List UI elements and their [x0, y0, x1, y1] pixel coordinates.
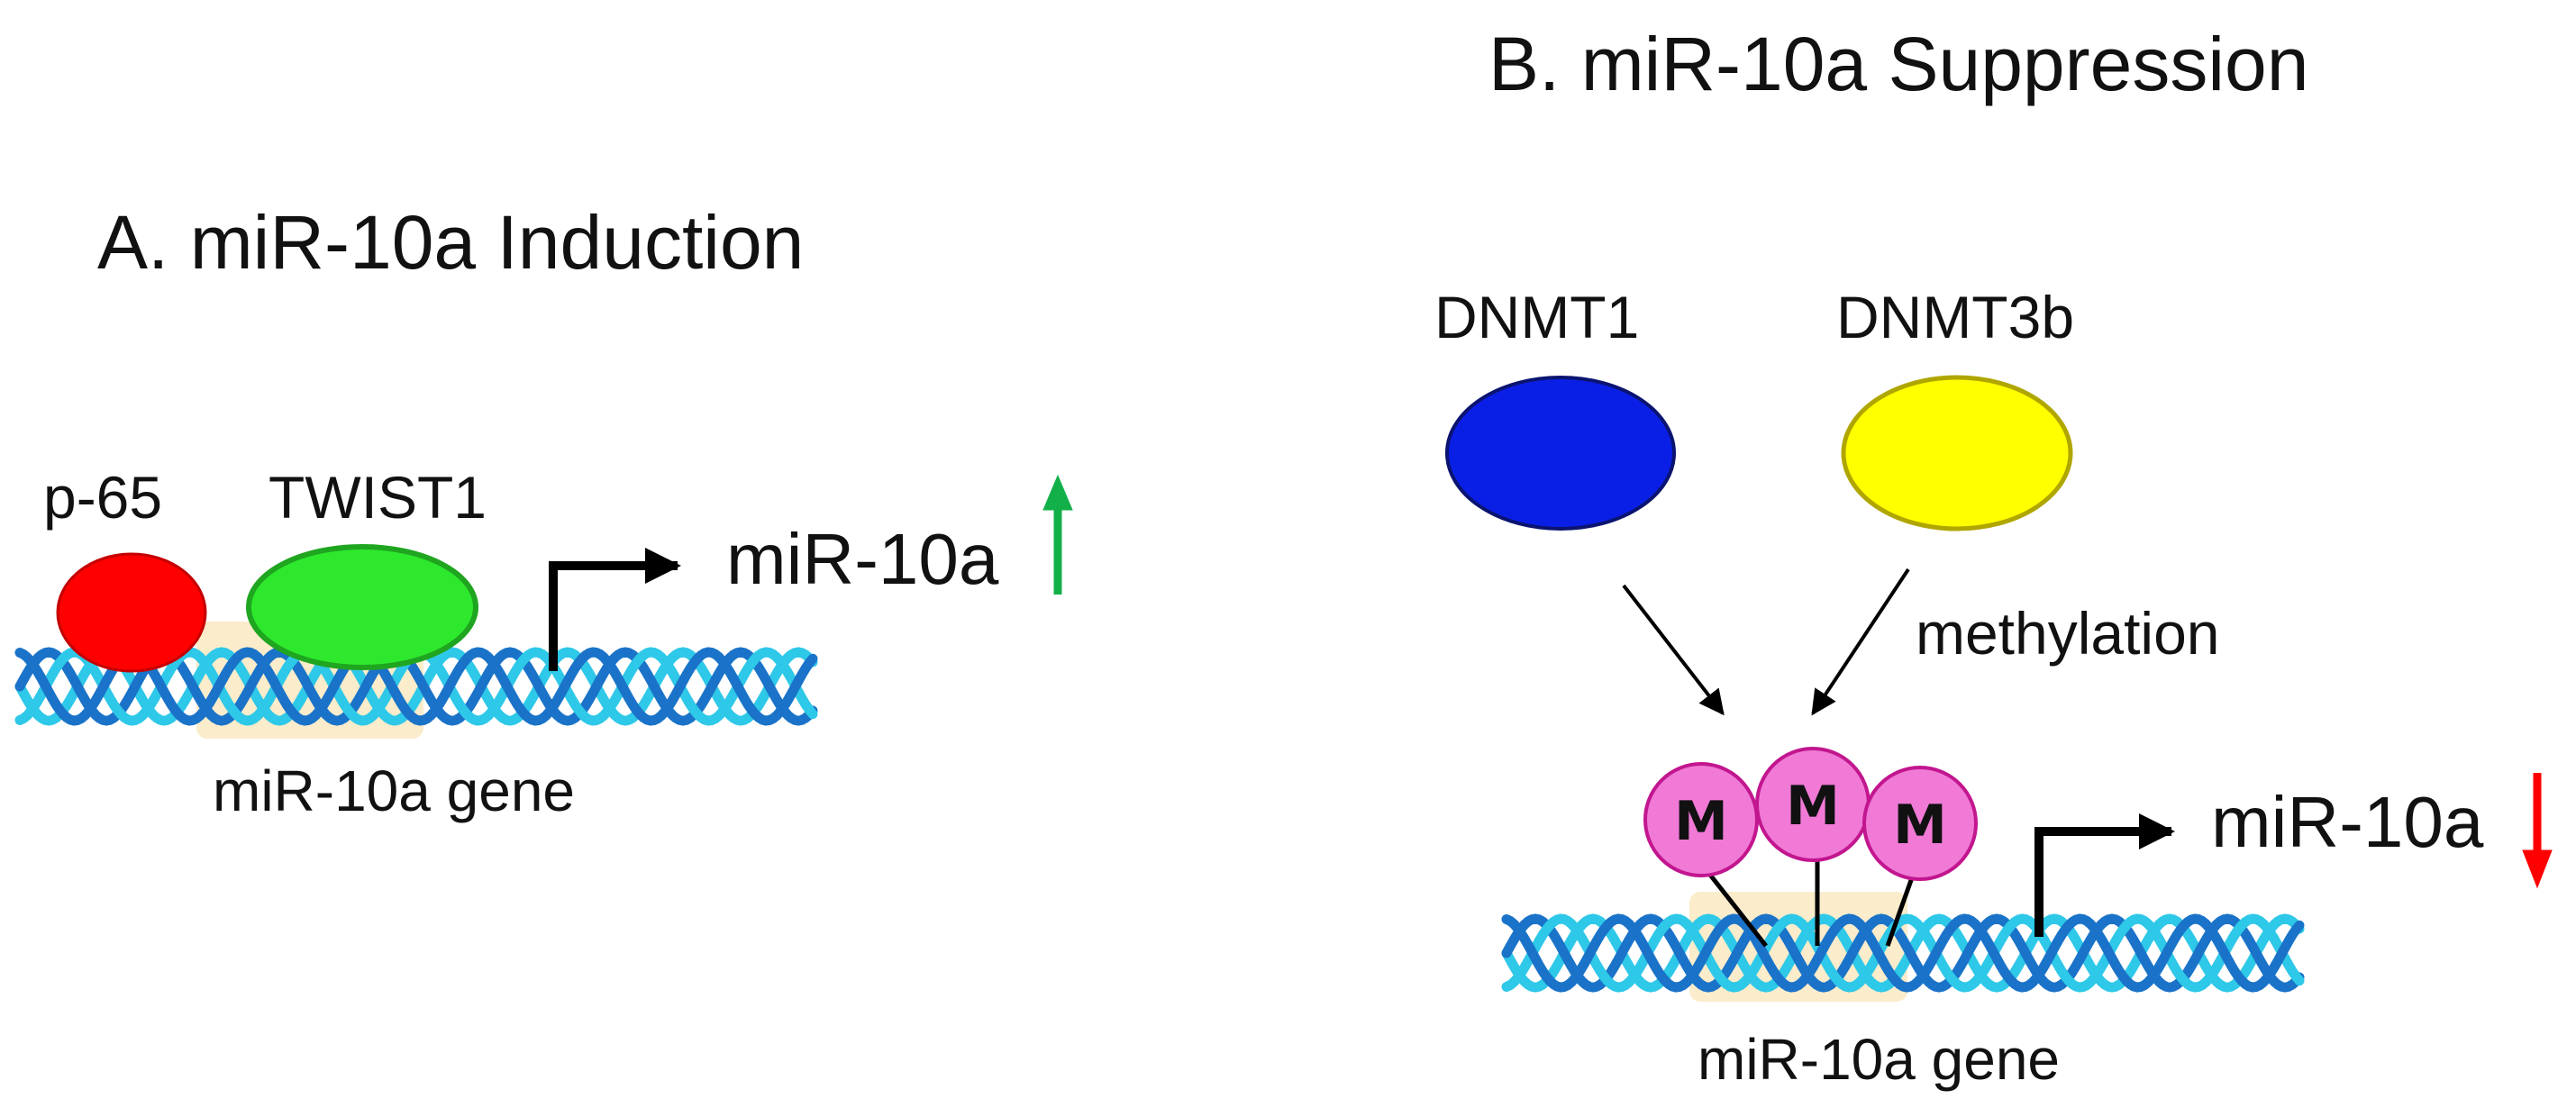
transcription-start-arrow: [2034, 813, 2175, 937]
downregulation-arrow-icon: [2522, 773, 2553, 889]
dna-strand: [1501, 913, 2305, 993]
methyl-linkers: [1705, 856, 1917, 948]
dnmt3b-label: DNMT3b: [1836, 284, 2074, 350]
upregulation-arrow-icon: [1042, 474, 1073, 595]
p65-label: p-65: [43, 464, 162, 531]
dnmt3b-enzyme-shape: [1841, 375, 2073, 531]
methyl-mark-label: M: [1893, 794, 1947, 857]
panel-b: B. miR-10a Suppression DNMT1 DNMT3b meth…: [1434, 22, 2553, 1092]
dna-strand: [14, 647, 818, 726]
product-label: miR-10a: [726, 519, 999, 599]
methyl-groups: M M M: [1643, 747, 1978, 881]
methyl-mark-icon: [1643, 762, 1759, 877]
dnmt1-methylation-arrow: [1622, 584, 1725, 716]
dna-double-helix: [1501, 913, 2305, 993]
product-label: miR-10a: [2211, 782, 2484, 862]
methylation-label: methylation: [1916, 600, 2220, 667]
twist1-label: TWIST1: [269, 464, 487, 531]
p65-protein-shape: [56, 552, 207, 673]
twist1-protein-shape: [246, 544, 478, 670]
panel-b-title: B. miR-10a Suppression: [1488, 22, 2308, 106]
gene-label: miR-10a gene: [213, 758, 575, 823]
panel-a: A. miR-10a Induction p-65 TWIST1 miR-10a…: [14, 200, 1073, 823]
methyl-mark-label: M: [1786, 775, 1840, 838]
dna-strand: [1501, 913, 2305, 993]
dnmt3b-methylation-arrow: [1811, 568, 1910, 716]
panel-a-title: A. miR-10a Induction: [97, 200, 804, 285]
transcription-start-arrow: [549, 548, 681, 671]
dna-strand: [1501, 913, 2305, 993]
gene-label: miR-10a gene: [1698, 1027, 2060, 1092]
dnmt1-enzyme-shape: [1445, 376, 1676, 531]
dnmt1-label: DNMT1: [1434, 284, 1639, 350]
methyl-mark-label: M: [1674, 790, 1728, 853]
methyl-mark-icon: [1862, 766, 1978, 881]
